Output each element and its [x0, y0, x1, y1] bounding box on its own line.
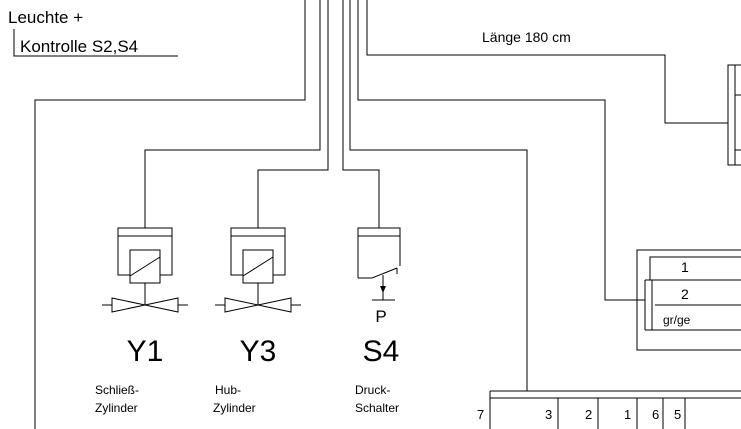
- y3-valve-left: [224, 297, 259, 313]
- wire-connector-middle: [357, 0, 645, 301]
- cable-length-label: Länge 180 cm: [482, 29, 571, 45]
- terminal-label: 6: [652, 407, 659, 422]
- y1-label: Y1: [127, 335, 164, 368]
- terminal-strip: 7 3 2 1 6 5: [477, 390, 741, 429]
- s4-desc1: Druck-: [355, 383, 390, 397]
- y3-label: Y3: [240, 335, 277, 368]
- s4-contact-lever: [358, 267, 398, 279]
- wire-bundle: [34, 0, 728, 429]
- connector-row-3: gr/ge: [663, 313, 691, 327]
- y1-valve-left: [111, 297, 146, 313]
- terminal-label: 5: [674, 407, 681, 422]
- s4-housing: [357, 227, 401, 278]
- connector-top-right: [727, 64, 741, 166]
- wire-y1: [144, 0, 321, 228]
- header-note-bracket: [13, 29, 178, 57]
- terminal-label: 2: [585, 407, 592, 422]
- connector-row-1: 1: [681, 259, 689, 275]
- header-note: Leuchte + Kontrolle S2,S4: [8, 8, 178, 57]
- wire-y3: [257, 0, 329, 228]
- terminal-label: 1: [624, 407, 631, 422]
- terminal-label: 3: [545, 407, 552, 422]
- s4-desc2: Schalter: [355, 401, 399, 415]
- wire-terminal-strip: [349, 0, 528, 391]
- terminal-label: 7: [477, 407, 484, 422]
- connector-middle-right: 1 2 gr/ge: [636, 249, 741, 351]
- connector-row-2: 2: [681, 286, 689, 302]
- y1-coil-diagonal: [129, 256, 161, 277]
- solenoid-valve-icon: [215, 227, 301, 313]
- y3-desc1: Hub-: [215, 383, 241, 397]
- wire-s4: [342, 0, 380, 228]
- y1-valve-right: [144, 297, 179, 313]
- wire-connector-top: [366, 0, 728, 124]
- arrow-down-icon: [380, 286, 386, 293]
- header-note-line1: Leuchte +: [8, 8, 83, 27]
- y3-valve-right: [257, 297, 292, 313]
- y3-coil-diagonal: [242, 256, 274, 277]
- s4-pressure-symbol: P: [375, 307, 386, 326]
- y3-desc2: Zylinder: [213, 401, 256, 415]
- pressure-switch-icon: [357, 227, 401, 301]
- solenoid-valve-icon: [102, 227, 188, 313]
- s4-label: S4: [363, 335, 400, 368]
- y1-housing: [117, 227, 173, 276]
- connector-outer: [636, 249, 741, 351]
- connector-row1-top: [649, 256, 741, 280]
- y1-desc2: Zylinder: [95, 401, 138, 415]
- wire-lamp: [34, 0, 306, 429]
- header-note-line2: Kontrolle S2,S4: [20, 37, 138, 56]
- y1-desc1: Schließ-: [95, 383, 139, 397]
- y3-housing: [230, 227, 286, 276]
